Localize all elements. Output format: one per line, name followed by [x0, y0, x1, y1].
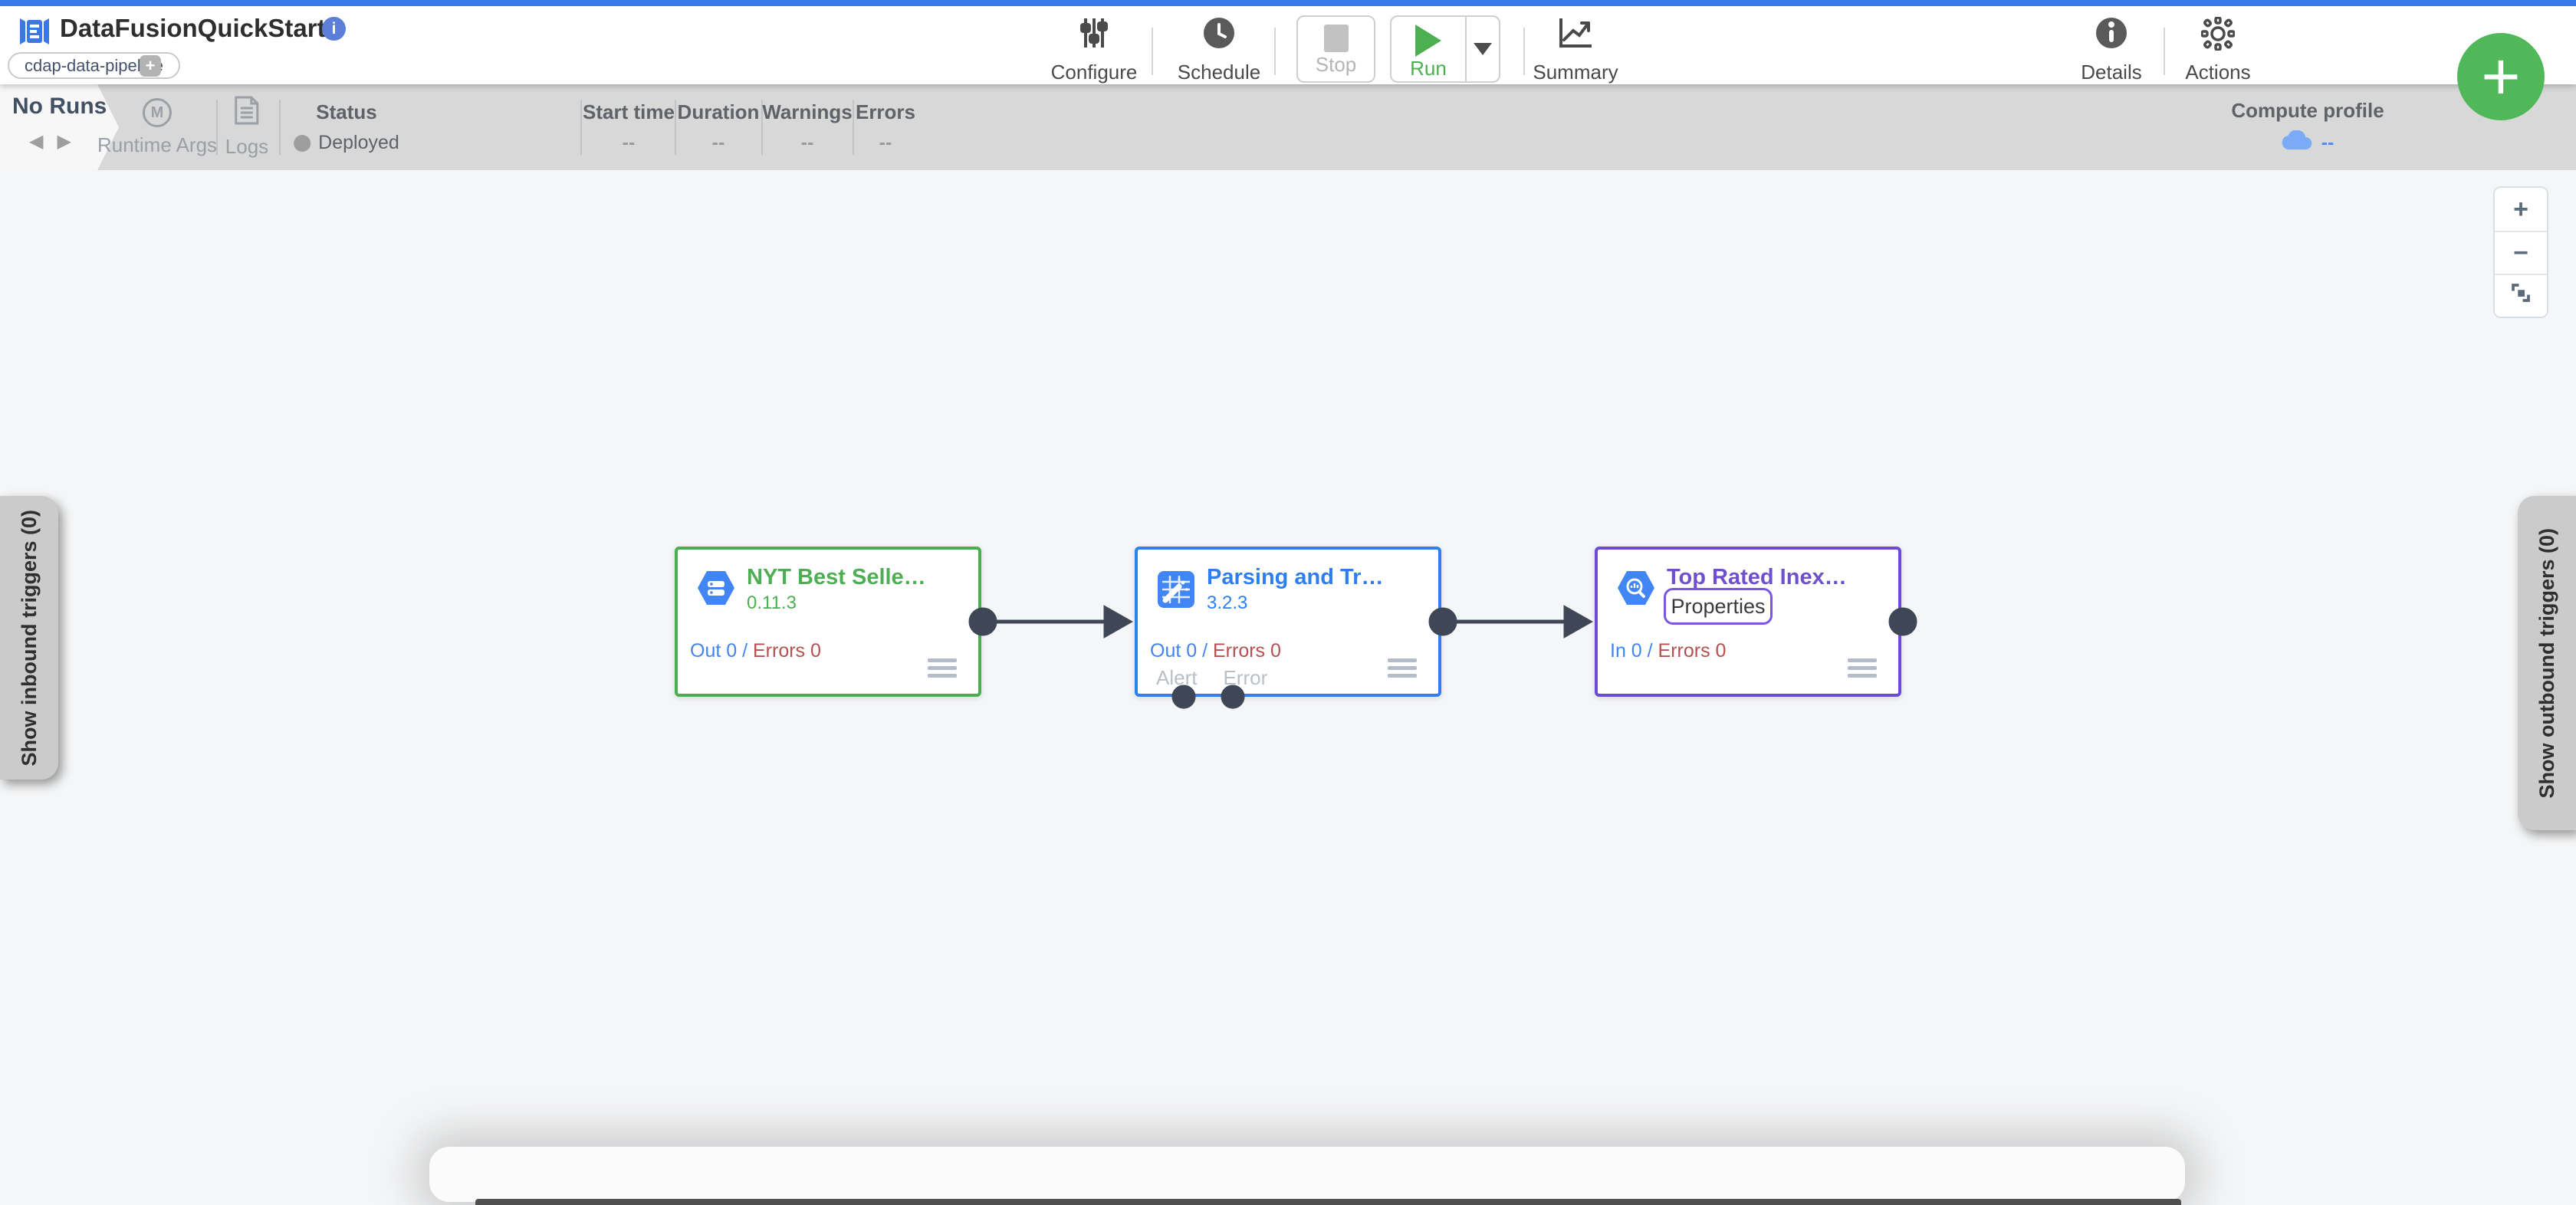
toolbar-divider: [1152, 28, 1153, 75]
error-port-label: Error: [1223, 666, 1268, 689]
warnings-field: Warnings --: [762, 100, 853, 153]
metric-errors[interactable]: Errors 0: [1658, 640, 1727, 662]
arrowhead-icon: [1103, 605, 1134, 639]
status-field: Status Deployed: [294, 84, 399, 170]
bottom-panel-shadow: [429, 1147, 2185, 1202]
runtime-args-button[interactable]: M Runtime Args: [97, 84, 217, 170]
arrowhead-icon: [1563, 605, 1594, 639]
node-menu-icon[interactable]: [1848, 658, 1877, 681]
pipeline-info-icon[interactable]: i: [322, 17, 346, 41]
run-play-icon: [1415, 25, 1441, 57]
summary-chart-icon: [1558, 17, 1593, 53]
actions-button[interactable]: Actions: [2149, 16, 2287, 84]
zoom-in-button[interactable]: +: [2495, 188, 2547, 231]
schedule-clock-icon: [1203, 17, 1235, 53]
bigquery-sink-icon: [1618, 571, 1654, 608]
toolbar-divider: [1523, 28, 1525, 75]
cloud-icon: [2282, 130, 2312, 156]
bottom-panel-edge: [475, 1199, 2181, 1205]
database-source-icon: [698, 571, 734, 608]
node-metrics: Out 0 / Errors 0: [1150, 640, 1281, 662]
pipeline-header: DataFusionQuickStart i cdap-data-pipelin…: [0, 6, 2576, 84]
zoom-out-button[interactable]: −: [2495, 231, 2547, 274]
pipeline-node-sink[interactable]: Top Rated Inex… Properties In 0 / Errors…: [1595, 547, 1901, 697]
pipeline-canvas[interactable]: NYT Best Selle… 0.11.3 Out 0 / Errors 0 …: [0, 170, 2576, 1205]
node-title: NYT Best Selle…: [747, 565, 926, 589]
outbound-triggers-tab[interactable]: Show outbound triggers (0): [2518, 496, 2576, 830]
node-menu-icon[interactable]: [928, 658, 957, 681]
pipeline-title: DataFusionQuickStart: [60, 14, 326, 42]
stop-button[interactable]: Stop: [1296, 15, 1375, 83]
metric-out[interactable]: Out 0: [1150, 640, 1198, 662]
node-version: 3.2.3: [1207, 593, 1248, 613]
node-metrics: Out 0 / Errors 0: [690, 640, 821, 662]
toolbar-divider: [1274, 28, 1276, 75]
metric-errors[interactable]: Errors 0: [753, 640, 821, 662]
add-plugin-fab-button[interactable]: +: [2457, 33, 2545, 120]
status-value: Deployed: [318, 132, 399, 153]
no-runs-label: No Runs: [12, 94, 107, 119]
node-properties-button[interactable]: Properties: [1664, 588, 1773, 625]
canvas-zoom-controls: + −: [2493, 186, 2548, 318]
chevron-down-icon: [1474, 43, 1492, 55]
pipeline-node-transform[interactable]: Parsing and Tr… 3.2.3 Out 0 / Errors 0 A…: [1135, 547, 1441, 697]
logs-button[interactable]: Logs: [225, 84, 268, 170]
toolbar-divider: [2164, 28, 2165, 75]
compute-profile-value: --: [2321, 132, 2334, 153]
cdap-pipeline-logo-icon: [18, 15, 51, 48]
metric-in[interactable]: In 0: [1610, 640, 1642, 662]
node-port-labels: Alert Error: [1156, 666, 1293, 690]
prev-run-icon[interactable]: ◀: [29, 130, 58, 152]
runbar-divider: [761, 100, 763, 155]
run-pager-arrows[interactable]: ◀▶: [29, 130, 85, 152]
pipeline-node-source[interactable]: NYT Best Selle… 0.11.3 Out 0 / Errors 0: [675, 547, 981, 697]
start-time-field: Start time --: [583, 100, 675, 153]
next-run-icon[interactable]: ▶: [57, 130, 85, 152]
summary-button[interactable]: Summary: [1506, 17, 1644, 84]
alert-port-label: Alert: [1156, 666, 1198, 689]
runs-pager: No Runs ◀▶: [0, 84, 119, 170]
duration-field: Duration --: [677, 100, 760, 153]
errors-field: Errors --: [855, 100, 916, 153]
fit-to-screen-icon: [2509, 281, 2532, 311]
node-version: 0.11.3: [747, 593, 797, 613]
node-menu-icon[interactable]: [1388, 658, 1417, 681]
wrangler-transform-icon: [1158, 571, 1194, 608]
metric-errors[interactable]: Errors 0: [1213, 640, 1281, 662]
runbar-divider: [279, 100, 281, 155]
inbound-triggers-tab[interactable]: Show inbound triggers (0): [0, 496, 58, 780]
node-title: Top Rated Inex…: [1667, 565, 1847, 589]
plus-icon: +: [2481, 38, 2521, 114]
run-options-dropdown[interactable]: [1467, 15, 1500, 83]
logs-document-icon: [235, 96, 259, 129]
status-dot-icon: [294, 134, 311, 152]
stop-icon: [1323, 25, 1349, 52]
configure-button[interactable]: Configure: [1025, 17, 1163, 84]
runbar-divider: [580, 100, 582, 155]
macro-icon: M: [142, 97, 172, 127]
compute-profile-field[interactable]: Compute profile --: [2231, 84, 2384, 170]
node-title: Parsing and Tr…: [1207, 565, 1384, 589]
configure-sliders-icon: [1078, 17, 1110, 53]
top-accent-bar: [0, 0, 2576, 6]
runbar-divider: [853, 100, 854, 155]
run-button[interactable]: Run: [1390, 15, 1467, 83]
runbar-divider: [216, 100, 218, 155]
metric-out[interactable]: Out 0: [690, 640, 738, 662]
runbar-divider: [675, 100, 676, 155]
schedule-button[interactable]: Schedule: [1150, 17, 1288, 84]
details-info-icon: [2095, 17, 2128, 53]
actions-gear-icon: [2200, 16, 2236, 54]
details-button[interactable]: Details: [2042, 17, 2180, 84]
node-metrics: In 0 / Errors 0: [1610, 640, 1727, 662]
add-tag-button[interactable]: +: [140, 55, 161, 77]
fit-to-screen-button[interactable]: [2495, 274, 2547, 317]
run-status-bar: No Runs ◀▶ M Runtime Args Logs Status De…: [0, 84, 2576, 170]
